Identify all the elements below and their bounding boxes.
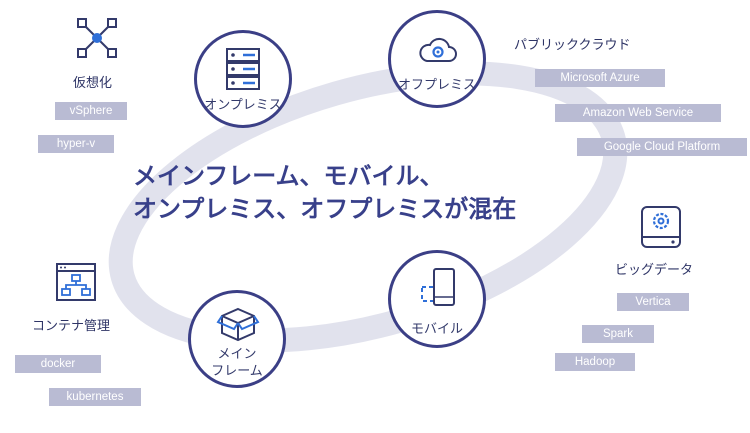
headline: メインフレーム、モバイル、 オンプレミス、オフプレミスが混在 <box>133 162 517 223</box>
network-icon <box>77 18 117 58</box>
sitemap-window-icon <box>56 263 96 301</box>
node-onpremise-label: オンプレミス <box>204 98 282 113</box>
cloud-gear-icon <box>419 37 457 62</box>
chip-google-cloud-platform: Google Cloud Platform <box>577 138 747 156</box>
node-offpremise: オフプレミス <box>388 10 486 108</box>
chip-microsoft-azure: Microsoft Azure <box>535 69 665 87</box>
server-rack-icon <box>226 48 260 90</box>
category-public-cloud-title: パブリッククラウド <box>514 38 631 53</box>
category-virtualization-title: 仮想化 <box>73 76 113 91</box>
chip-kubernetes: kubernetes <box>49 388 141 406</box>
node-offpremise-label: オフプレミス <box>397 78 476 93</box>
chip-docker: docker <box>15 355 101 373</box>
mobile-device-icon <box>421 268 455 306</box>
chip-vertica: Vertica <box>617 293 689 311</box>
category-container-title: コンテナ管理 <box>32 319 111 334</box>
node-mainframe-label: メイン フレーム <box>211 347 263 379</box>
chip-vsphere: vSphere <box>55 102 127 120</box>
node-mainframe: メイン フレーム <box>188 290 286 388</box>
node-mobile: モバイル <box>388 250 486 348</box>
box-icon <box>216 307 260 342</box>
chip-spark: Spark <box>582 325 654 343</box>
category-bigdata-title: ビッグデータ <box>615 263 694 278</box>
database-gear-icon <box>641 206 681 248</box>
node-onpremise: オンプレミス <box>194 30 292 128</box>
node-mobile-label: モバイル <box>410 322 463 337</box>
chip-hyper-v: hyper-v <box>38 135 114 153</box>
chip-amazon-web-service: Amazon Web Service <box>555 104 721 122</box>
chip-hadoop: Hadoop <box>555 353 635 371</box>
